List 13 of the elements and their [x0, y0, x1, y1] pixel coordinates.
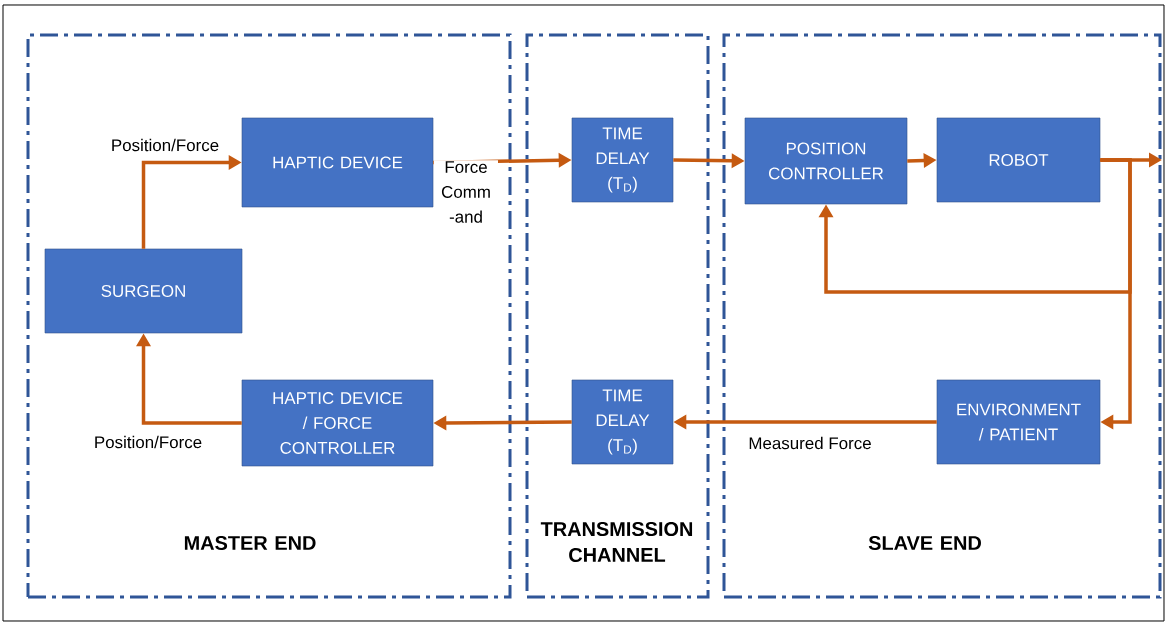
process-box: ROBOT [936, 117, 1101, 203]
edge-label: Position/Force [109, 137, 221, 153]
edge-label: Measured Force [747, 435, 873, 451]
process-box: ENVIRONMENT / PATIENT [936, 379, 1101, 465]
process-box: TIME DELAY (T$_{D}$) [571, 379, 674, 465]
edge-label: Force Comm -and [434, 160, 498, 224]
process-box: HAPTIC DEVICE [241, 117, 434, 208]
process-box: SURGEON [44, 248, 243, 334]
process-box: TIME DELAY (T$_{D}$) [571, 117, 674, 203]
edge-label: Position/Force [92, 434, 204, 450]
process-box: HAPTIC DEVICE / FORCE CONTROLLER [241, 379, 434, 467]
process-box: POSITION CONTROLLER [744, 117, 908, 205]
arrow [818, 158, 1132, 294]
